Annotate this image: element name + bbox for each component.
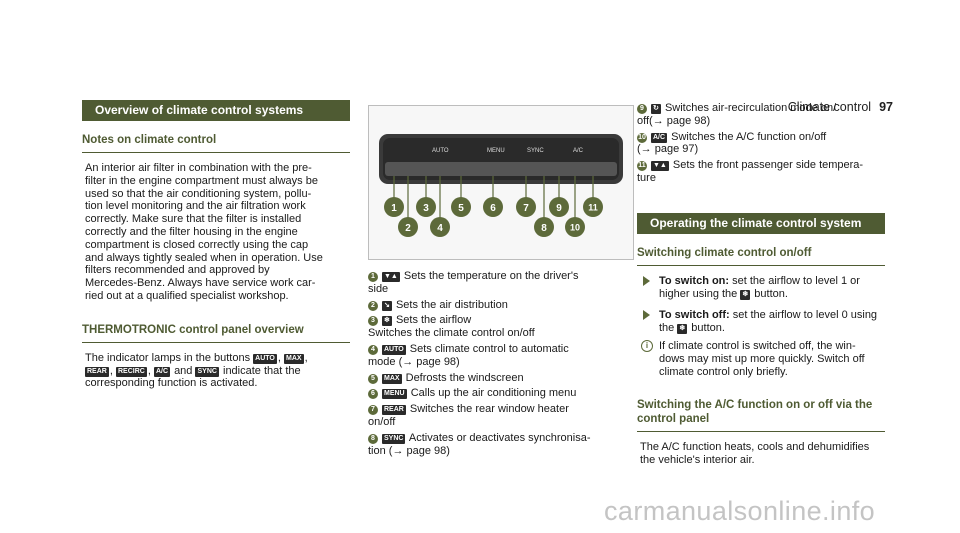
auto-icon: AUTO xyxy=(253,353,277,364)
indicator-paragraph: The indicator lamps in the buttons AUTO,… xyxy=(85,351,308,390)
section-title-overview: Overview of climate control systems xyxy=(82,100,350,121)
column-left: Overview of climate control systems Note… xyxy=(82,100,350,390)
subtitle-ac-function: Switching the A/C function on or off via… xyxy=(637,398,885,433)
subtitle-switching-on-off: Switching climate control on/off xyxy=(637,246,885,266)
callout-3: 3 xyxy=(423,203,429,214)
menu-icon: MENU xyxy=(382,389,407,400)
defrost-max-icon: MAX xyxy=(382,373,402,384)
control-panel-drawing: AUTO MENU SYNC A/C 1 2 3 4 5 6 7 8 9 10 … xyxy=(379,134,623,237)
callout-6: 6 xyxy=(490,203,496,214)
legend-item: 11▼▲ Sets the front passenger side tempe… xyxy=(637,159,864,184)
legend-item: 9↻ Switches air-recirculation mode on/of… xyxy=(637,102,837,127)
sync-icon: SYNC xyxy=(195,366,219,377)
control-panel-illustration: AUTO MENU SYNC A/C 1 2 3 4 5 6 7 8 9 10 … xyxy=(368,105,634,260)
subtitle-notes: Notes on climate control xyxy=(82,133,350,153)
callout-5: 5 xyxy=(458,203,464,214)
callout-9: 9 xyxy=(556,203,562,214)
notes-paragraph: An interior air filter in combination wi… xyxy=(85,162,323,302)
switch-off-step: To switch off: set the airflow to level … xyxy=(637,309,885,335)
rear-window-heater-icon: REAR xyxy=(85,366,109,377)
recirculation-icon: ↻ xyxy=(651,104,661,114)
ac-paragraph: The A/C function heats, cools and dehumi… xyxy=(640,441,870,467)
recirculation-icon: RECIRC xyxy=(115,366,147,377)
legend-item: 1▼▲ Sets the temperature on the driver's… xyxy=(368,270,579,295)
temperature-icon: ▼▲ xyxy=(651,161,669,172)
air-distribution-icon: ↘ xyxy=(382,300,392,311)
ac-icon: A/C xyxy=(651,132,668,143)
panel-label-sync: SYNC xyxy=(527,148,544,154)
column-right: 9↻ Switches air-recirculation mode on/of… xyxy=(637,100,885,467)
step-arrow-icon xyxy=(643,310,650,321)
panel-label-ac: A/C xyxy=(573,148,584,154)
page-number: 97 xyxy=(879,100,893,114)
legend-list: 1▼▲ Sets the temperature on the driver's… xyxy=(368,270,632,457)
airflow-icon: ❄ xyxy=(740,289,751,300)
section-title-operating: Operating the climate control system xyxy=(637,212,885,234)
defrost-max-icon: MAX xyxy=(284,353,304,364)
temperature-icon: ▼▲ xyxy=(382,272,400,282)
callout-10: 10 xyxy=(570,223,580,233)
step-arrow-icon xyxy=(643,275,650,286)
info-icon: i xyxy=(641,339,653,352)
info-note: i If climate control is switched off, th… xyxy=(637,339,885,378)
header-section: Climate control xyxy=(787,100,872,114)
legend-item: 2↘ Sets the air distribution xyxy=(368,299,632,312)
column-middle: AUTO MENU SYNC A/C 1 2 3 4 5 6 7 8 9 10 … xyxy=(368,100,634,457)
auto-icon: AUTO xyxy=(382,344,406,355)
sync-icon: SYNC xyxy=(382,433,406,444)
callout-4: 4 xyxy=(437,223,443,234)
airflow-icon: ❄ xyxy=(382,316,392,327)
callout-11: 11 xyxy=(588,203,598,213)
subtitle-thermotronic: THERMOTRONIC control panel overview xyxy=(82,323,350,343)
watermark: carmanualsonline.info xyxy=(604,496,876,526)
page-header: Climate control 97 xyxy=(788,100,893,114)
callout-2: 2 xyxy=(405,223,411,234)
callout-7: 7 xyxy=(523,203,529,214)
panel-label-menu: MENU xyxy=(487,148,505,154)
airflow-icon: ❄ xyxy=(677,324,688,335)
panel-label-auto: AUTO xyxy=(432,148,449,154)
rear-window-heater-icon: REAR xyxy=(382,405,406,416)
callout-1: 1 xyxy=(391,203,397,214)
switch-on-step: To switch on: set the airflow to level 1… xyxy=(637,275,885,301)
ac-icon: A/C xyxy=(153,366,170,377)
callout-8: 8 xyxy=(541,223,547,234)
